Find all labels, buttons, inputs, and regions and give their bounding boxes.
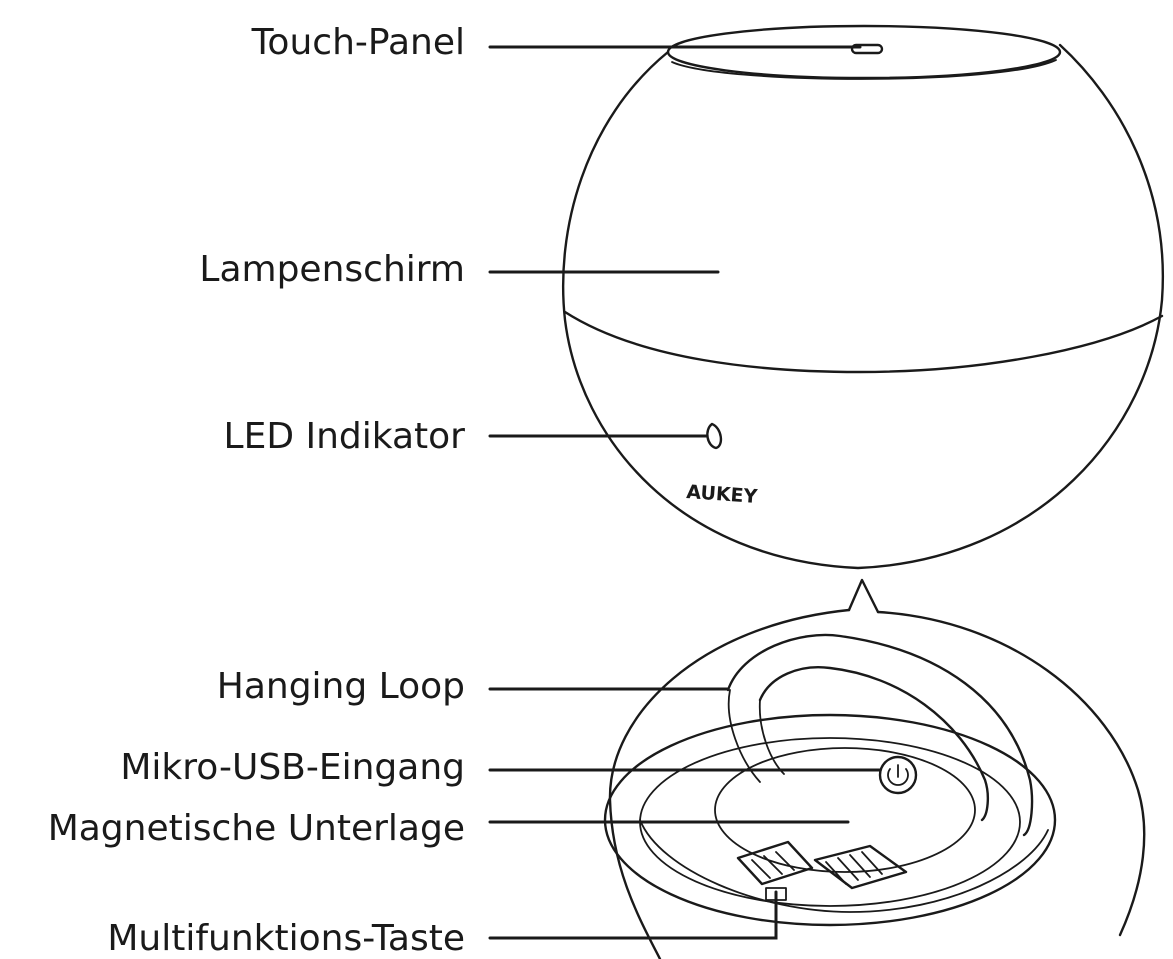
led-indicator-icon xyxy=(706,422,723,450)
power-button-icon xyxy=(878,755,918,795)
label-hanging-loop: Hanging Loop xyxy=(217,666,465,707)
bottom-detail-view xyxy=(603,608,1146,959)
callout-pointer xyxy=(847,578,880,614)
brand-logo: AUKEY xyxy=(686,481,759,508)
label-touch-panel: Touch-Panel xyxy=(251,22,465,63)
usb-port xyxy=(736,840,814,886)
detail-circle xyxy=(608,608,1146,959)
globe-outline xyxy=(561,43,1165,570)
touch-panel-rim xyxy=(666,24,1062,80)
lampshade-seam xyxy=(563,310,1164,374)
micro-usb-connector xyxy=(813,844,908,890)
label-micro-usb: Mikro-USB-Eingang xyxy=(120,747,465,788)
touch-slot-icon xyxy=(850,43,884,55)
magnetic-base-disc xyxy=(714,747,976,873)
label-magnetic-base: Magnetische Unterlage xyxy=(48,808,465,849)
label-lampshade: Lampenschirm xyxy=(199,249,465,290)
callout-touch-panel: Touch-Panel xyxy=(251,22,862,63)
callout-multifunction-button: Multifunktions-Taste xyxy=(107,890,778,959)
callout-lampshade: Lampenschirm xyxy=(199,249,720,290)
callout-led-indicator: LED Indikator xyxy=(224,416,708,457)
label-multifunction-button: Multifunktions-Taste xyxy=(107,918,465,959)
callout-hanging-loop: Hanging Loop xyxy=(217,666,730,707)
base-plate-outer xyxy=(603,713,1057,927)
callout-micro-usb: Mikro-USB-Eingang xyxy=(120,747,882,788)
callout-magnetic-base: Magnetische Unterlage xyxy=(48,808,850,849)
lamp-globe: AUKEY xyxy=(561,24,1165,570)
hanging-loop-icon xyxy=(726,633,1034,837)
label-led-indicator: LED Indikator xyxy=(224,416,466,457)
